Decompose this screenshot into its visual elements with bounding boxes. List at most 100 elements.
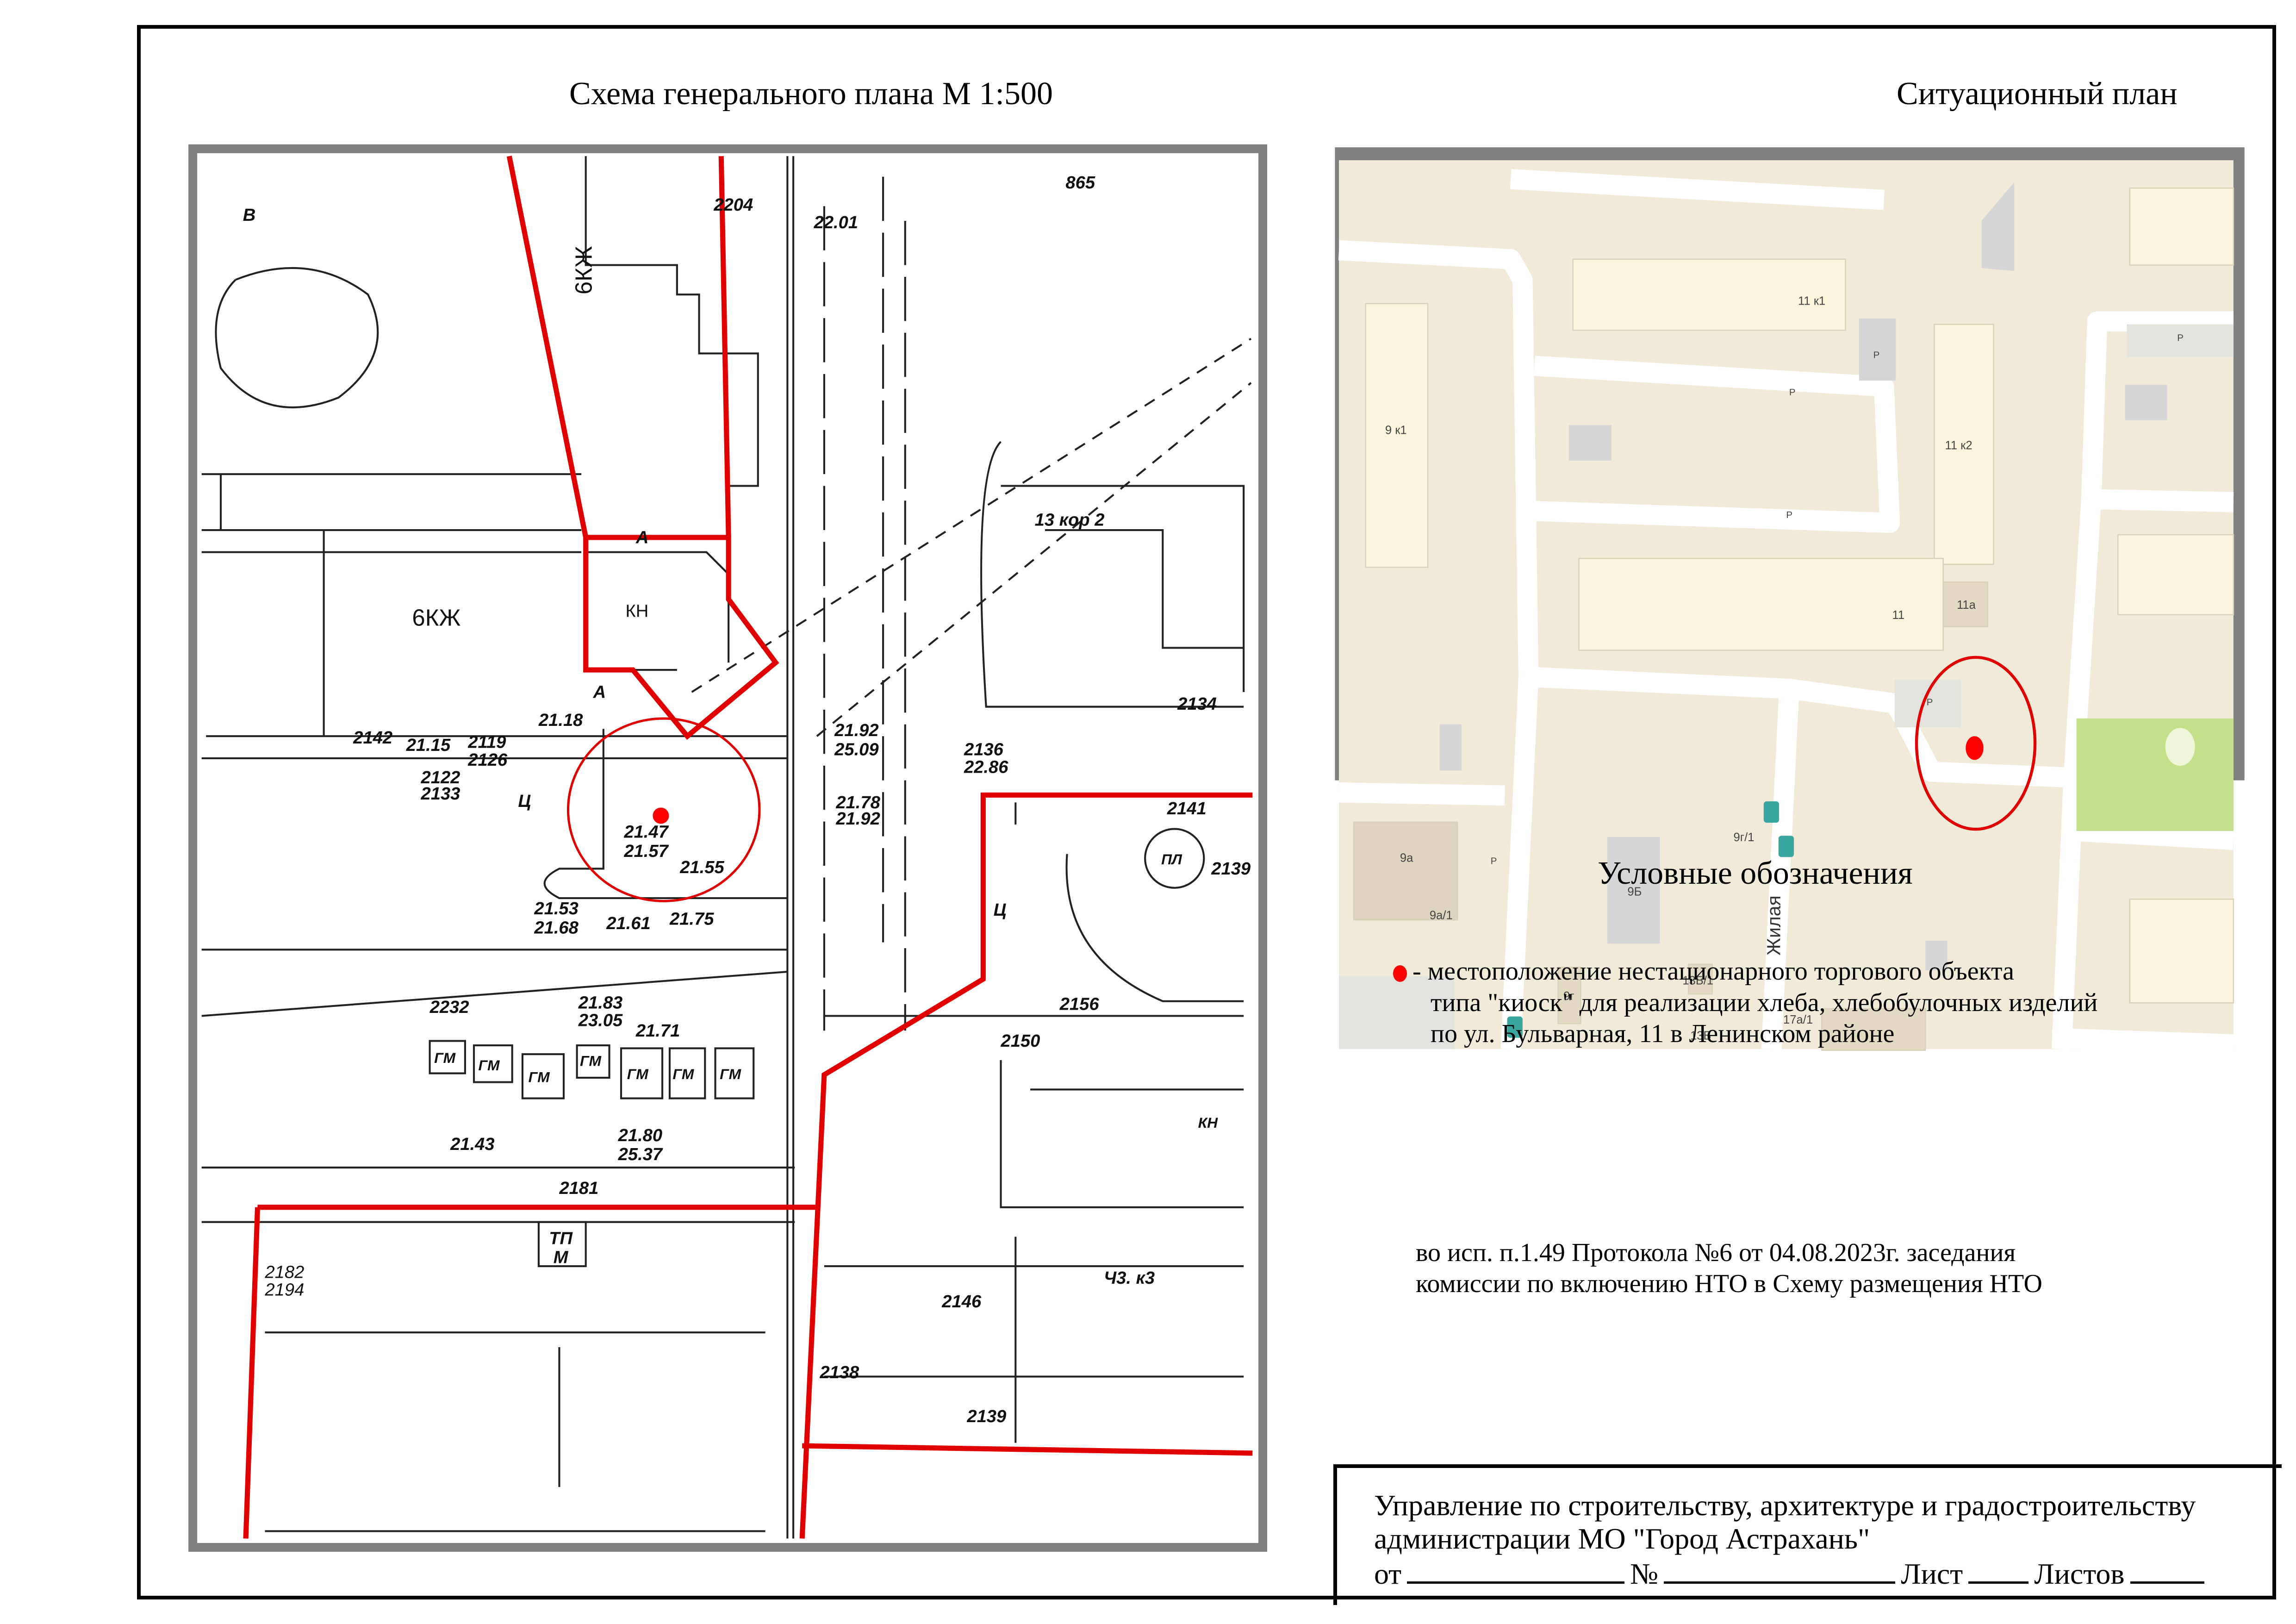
garage-label: ГМ	[627, 1066, 649, 1082]
legend-line-3: по ул. Бульварная, 11 в Ленинском районе	[1431, 1019, 1895, 1048]
house-label: 9 к1	[1385, 424, 1407, 437]
house-label: 11 к1	[1798, 294, 1825, 307]
parking-label: P	[1786, 510, 1792, 520]
parking-label: P	[1927, 697, 1933, 708]
elevation-label: 2182	[264, 1262, 304, 1282]
garage-label: ГМ	[529, 1069, 551, 1086]
map-labels: 11 к1 9 к1 11 к2 11 11а 9а 9а/1 9Б 9г/1 …	[1385, 294, 2184, 1042]
elevation-label: 21.55	[679, 857, 724, 877]
house-label: 9г/1	[1734, 831, 1755, 844]
elevation-label: 21.15	[406, 735, 451, 755]
legend-dash: -	[1412, 957, 1421, 986]
house-label: 17а/1	[1783, 1013, 1813, 1026]
structure-label: ПЛ	[1161, 851, 1182, 868]
house-label: 11 к2	[1945, 439, 1972, 452]
buildings	[1353, 187, 2234, 1051]
building-label: КН	[1198, 1114, 1219, 1131]
elevation-label: 21.71	[635, 1021, 680, 1041]
building-label: КН	[626, 601, 649, 621]
building-label: 6КЖ	[570, 246, 597, 294]
elevation-label: 2133	[421, 784, 460, 804]
house-label: 13Б/1	[1682, 974, 1713, 987]
survey-linework	[201, 156, 1252, 1539]
house-label: 13Б	[1690, 1030, 1711, 1043]
zone-label: В	[243, 205, 256, 225]
elevation-label: 21.43	[450, 1134, 494, 1154]
date-field[interactable]	[1407, 1557, 1625, 1584]
elevation-label: 21.57	[623, 841, 669, 861]
elevation-label: 23.05	[578, 1011, 623, 1031]
bus-stop-icon[interactable]	[1507, 801, 1794, 1038]
parking-label: P	[1873, 350, 1880, 361]
kiosk-location-marker[interactable]	[1966, 736, 1984, 760]
location-circle	[566, 717, 761, 902]
kiosk-location-marker[interactable]	[653, 807, 669, 824]
parking-label: P	[2177, 332, 2184, 343]
zone-label: Ц	[994, 900, 1007, 920]
elevation-label: 21.83	[578, 993, 622, 1013]
legend-item: - местоположение нестационарного торгово…	[1393, 958, 2014, 984]
legend-marker-icon	[1393, 965, 1407, 982]
house-label: 11	[1892, 609, 1905, 622]
elevation-label: 21.61	[606, 913, 650, 933]
sheets-label: Листов	[2034, 1557, 2125, 1590]
legend-line-2: типа "киоск" для реализации хлеба, хлебо…	[1431, 988, 2098, 1017]
parking-areas	[1339, 182, 2234, 1049]
drawing-frame	[137, 25, 2276, 1599]
house-label: 11а	[1957, 599, 1976, 612]
garage-label: ГМ	[672, 1066, 695, 1082]
elevation-label: 21.92	[835, 809, 880, 829]
fountain-icon	[2165, 728, 2195, 766]
elevation-label: 2126	[467, 750, 508, 770]
elevation-label: 21.47	[623, 822, 669, 842]
elevation-label: 25.37	[618, 1144, 663, 1164]
general-plan-panel: 21.47 21.57 21.55 КН 6КЖ 6КЖ А А Ц 21.18…	[188, 144, 1268, 1552]
elevation-label: 21.78	[835, 793, 880, 812]
zone-label: Ц	[518, 791, 531, 811]
elevation-label: 2136	[964, 740, 1004, 760]
elevation-label: 21.18	[538, 710, 583, 730]
house-label: 9г	[1563, 990, 1574, 1003]
legend-title: Условные обозначения	[1598, 856, 1913, 891]
protocol-note-line-1: во исп. п.1.49 Протокола №6 от 04.08.202…	[1416, 1238, 2016, 1267]
substation-label: ТП	[549, 1228, 573, 1248]
elevation-label: 2138	[819, 1362, 859, 1382]
elevation-label: 2139	[1211, 859, 1251, 879]
park-area	[2076, 718, 2234, 831]
protocol-note-line-2: комиссии по включению НТО в Схему размещ…	[1416, 1269, 2042, 1298]
sheets-field[interactable]	[2130, 1557, 2204, 1584]
situation-map[interactable]: 11 к1 9 к1 11 к2 11 11а 9а 9а/1 9Б 9г/1 …	[1338, 160, 2234, 1055]
number-field[interactable]	[1664, 1557, 1896, 1584]
elevation-label: 21.68	[534, 918, 579, 937]
zone-label: А	[635, 528, 649, 548]
organization-line-2: администрации МО "Город Астрахань"	[1374, 1522, 1870, 1555]
elevation-label: 22.01	[814, 212, 858, 232]
number-label: №	[1630, 1557, 1659, 1590]
elevation-label: 2194	[264, 1280, 304, 1300]
title-block: Управление по строительству, архитектуре…	[1333, 1464, 2282, 1605]
parking-label: P	[1491, 856, 1497, 867]
garage-label: ГМ	[434, 1049, 456, 1066]
elevation-label: 2146	[941, 1292, 982, 1312]
situation-plan-title: Ситуационный план	[1897, 76, 2178, 112]
elevation-label: 22.86	[964, 757, 1008, 777]
elevation-label: 865	[1065, 173, 1095, 193]
street-label: Жилая	[1763, 895, 1785, 956]
building-label: 6КЖ	[412, 605, 460, 631]
elevation-label: 21.75	[669, 909, 714, 929]
elevation-label: 21.80	[618, 1125, 662, 1145]
elevation-label: 2134	[1177, 694, 1217, 714]
elevation-label: 2204	[713, 195, 753, 215]
elevation-label: 2141	[1167, 799, 1207, 818]
sheet-field[interactable]	[1968, 1557, 2029, 1584]
elevation-label: 2122	[421, 768, 460, 787]
elevation-label: 2139	[966, 1406, 1007, 1426]
elevation-label: 2181	[559, 1178, 598, 1198]
general-plan-title: Схема генерального плана М 1:500	[569, 76, 1053, 112]
survey-labels: 21.47 21.57 21.55 КН 6КЖ 6КЖ А А Ц 21.18…	[243, 173, 1251, 1426]
garage-label: ГМ	[720, 1066, 742, 1082]
elevation-label: 21.92	[834, 720, 878, 740]
house-label: 9Б	[1627, 886, 1642, 899]
elevation-label: 2142	[353, 728, 392, 748]
